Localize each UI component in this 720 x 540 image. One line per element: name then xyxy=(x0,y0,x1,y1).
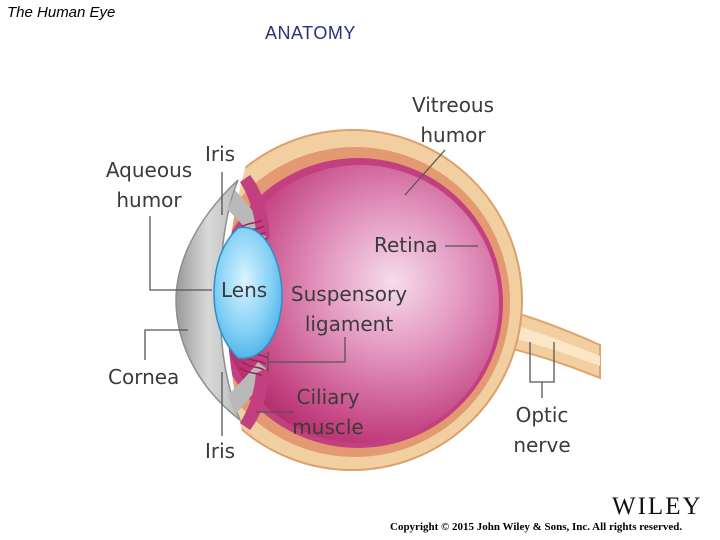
label-aqueous-humor: Aqueous humor xyxy=(98,155,200,215)
label-optic-line2: nerve xyxy=(513,433,571,457)
label-lens: Lens xyxy=(221,278,268,302)
lens xyxy=(213,226,283,359)
label-vitreous-line1: Vitreous xyxy=(411,93,495,117)
section-title: ANATOMY xyxy=(265,23,356,43)
leader-lines xyxy=(144,149,555,436)
corner-title: The Human Eye xyxy=(7,4,116,21)
label-cornea: Cornea xyxy=(108,365,180,389)
label-vitreous-humor: Vitreous humor xyxy=(398,90,508,150)
label-suspensory-ligament: Suspensory ligament xyxy=(285,279,413,339)
leader-optic xyxy=(529,342,555,398)
publisher-logo: WILEY xyxy=(612,493,703,520)
label-suspensory-line1: Suspensory xyxy=(290,282,408,306)
label-iris-bottom: Iris xyxy=(205,439,236,463)
leader-suspensory xyxy=(267,337,346,372)
label-iris-top: Iris xyxy=(205,142,236,166)
label-ciliary-muscle: Ciliary muscle xyxy=(284,382,372,442)
leader-aqueous xyxy=(149,216,212,291)
label-optic-nerve: Optic nerve xyxy=(505,400,579,460)
vitreous-body xyxy=(221,165,499,443)
label-suspensory-line2: ligament xyxy=(304,312,394,336)
ciliary-lower xyxy=(240,367,270,430)
copyright-notice: Copyright © 2015 John Wiley & Sons, Inc.… xyxy=(390,521,683,533)
label-ciliary-line1: Ciliary xyxy=(296,385,360,409)
label-vitreous-line2: humor xyxy=(420,123,486,147)
label-retina: Retina xyxy=(374,233,438,257)
leader-cornea xyxy=(144,329,188,360)
label-optic-line1: Optic xyxy=(515,403,569,427)
label-aqueous-line2: humor xyxy=(116,188,182,212)
label-aqueous-line1: Aqueous xyxy=(105,158,193,182)
ciliary-upper xyxy=(240,175,270,238)
leader-vitreous xyxy=(404,149,446,196)
label-ciliary-line2: muscle xyxy=(292,415,364,439)
